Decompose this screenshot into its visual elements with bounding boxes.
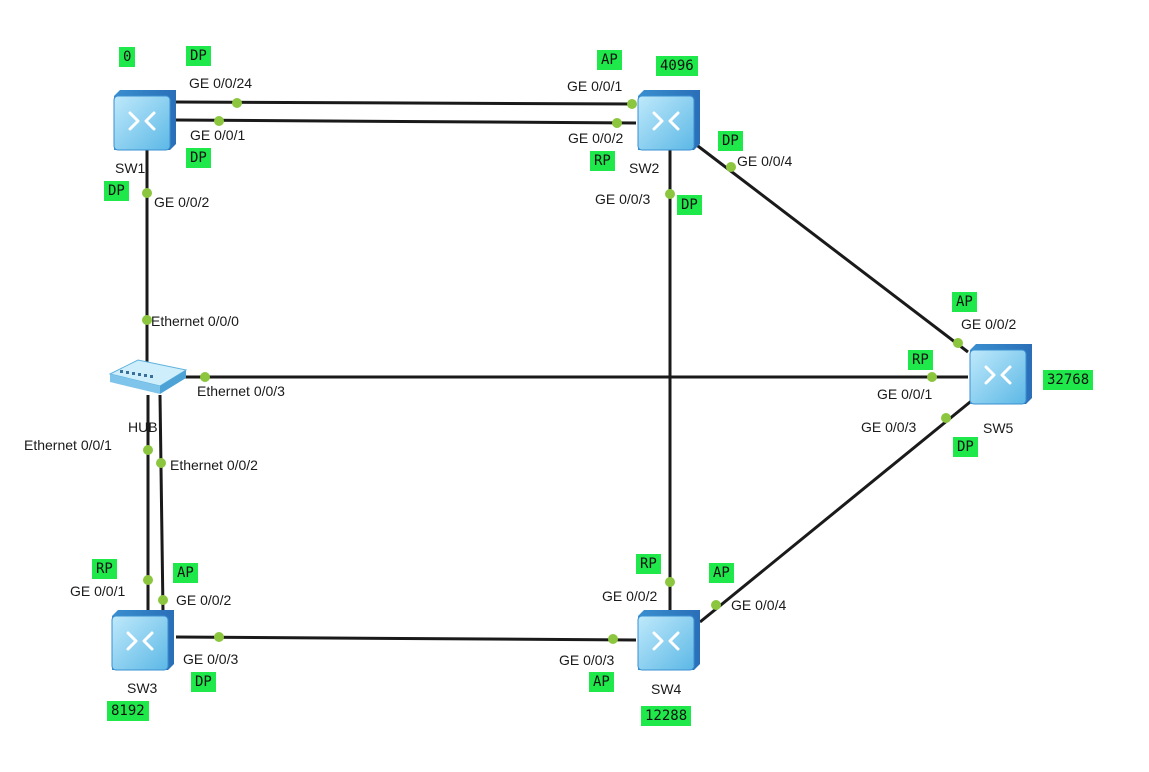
priority-tag-sw4: 12288	[641, 706, 692, 726]
port-label-sw2-g4: GE 0/0/4	[737, 153, 793, 169]
link-sw1-sw2-b	[175, 118, 637, 125]
port-dot[interactable]	[214, 116, 224, 126]
port-dot[interactable]	[158, 595, 168, 605]
port-dot[interactable]	[142, 315, 152, 325]
role-tag-sw1-g2: DP	[104, 181, 129, 201]
port-dot[interactable]	[200, 372, 210, 382]
switch-icon[interactable]	[108, 606, 178, 676]
port-dot[interactable]	[665, 577, 675, 587]
port-label-hub-e1: Ethernet 0/0/1	[24, 437, 112, 453]
link-sw4-sw5	[699, 396, 976, 624]
role-tag-sw2-g3: DP	[677, 195, 702, 215]
switch-icon[interactable]	[966, 340, 1036, 410]
device-name-sw4: SW4	[651, 681, 682, 697]
port-dot[interactable]	[142, 188, 152, 198]
port-label-sw5-g1: GE 0/0/1	[877, 386, 933, 402]
device-name-sw2: SW2	[629, 160, 660, 176]
role-tag-sw3-g1: RP	[92, 559, 117, 579]
role-tag-sw1-g24: DP	[186, 46, 211, 66]
port-dot[interactable]	[953, 338, 963, 348]
port-dot[interactable]	[627, 99, 637, 109]
port-label-sw1-g24: GE 0/0/24	[189, 75, 253, 91]
port-label-sw2-g1: GE 0/0/1	[567, 78, 623, 94]
hub-icon[interactable]	[108, 356, 188, 396]
port-dot[interactable]	[941, 413, 951, 423]
port-label-sw5-g3: GE 0/0/3	[861, 419, 917, 435]
role-tag-sw2-g1: AP	[597, 50, 622, 70]
role-tag-sw5-g1: RP	[908, 350, 933, 370]
port-dot[interactable]	[612, 118, 622, 128]
port-label-hub-e2: Ethernet 0/0/2	[170, 457, 258, 473]
port-dot[interactable]	[143, 575, 153, 585]
port-label-sw1-g2: GE 0/0/2	[154, 194, 210, 210]
role-tag-sw3-g3: DP	[191, 672, 216, 692]
switch-icon[interactable]	[634, 606, 704, 676]
link-sw2-sw5	[689, 138, 969, 354]
port-label-sw2-g2: GE 0/0/2	[568, 130, 624, 146]
switch-icon[interactable]	[110, 86, 180, 156]
role-tag-sw4-g4: AP	[709, 563, 734, 583]
priority-tag-sw1: 0	[119, 47, 136, 67]
port-dot[interactable]	[143, 445, 153, 455]
link-sw3-sw4	[175, 635, 637, 642]
role-tag-sw3-g2: AP	[173, 563, 198, 583]
role-tag-sw4-g2: RP	[636, 554, 661, 574]
port-label-sw1-g1: GE 0/0/1	[190, 127, 246, 143]
port-dot[interactable]	[665, 189, 675, 199]
role-tag-sw2-g2: RP	[590, 151, 615, 171]
port-dot[interactable]	[927, 372, 937, 382]
priority-tag-sw2: 4096	[656, 56, 698, 76]
port-label-sw4-g2: GE 0/0/2	[602, 588, 658, 604]
role-tag-sw1-g1: DP	[186, 148, 211, 168]
role-tag-sw5-g3: DP	[953, 437, 978, 457]
port-label-hub-e0: Ethernet 0/0/0	[151, 313, 239, 329]
device-name-sw3: SW3	[127, 680, 158, 696]
port-label-sw5-g2: GE 0/0/2	[961, 316, 1017, 332]
port-dot[interactable]	[711, 600, 721, 610]
role-tag-sw2-g4: DP	[718, 131, 743, 151]
port-label-sw3-g2: GE 0/0/2	[176, 592, 232, 608]
port-label-sw4-g4: GE 0/0/4	[731, 597, 787, 613]
device-name-sw5: SW5	[983, 420, 1014, 436]
port-label-sw4-g3: GE 0/0/3	[559, 652, 615, 668]
device-name-sw1: SW1	[115, 160, 146, 176]
port-label-sw2-g3: GE 0/0/3	[595, 191, 651, 207]
port-dot[interactable]	[156, 458, 166, 468]
priority-tag-sw3: 8192	[107, 701, 149, 721]
link-sw1-sw2-a	[175, 100, 637, 106]
port-label-hub-e3: Ethernet 0/0/3	[197, 383, 285, 399]
port-label-sw3-g1: GE 0/0/1	[70, 583, 126, 599]
role-tag-sw4-g3: AP	[589, 672, 614, 692]
priority-tag-sw5: 32768	[1043, 370, 1094, 390]
port-dot[interactable]	[214, 632, 224, 642]
port-label-sw3-g3: GE 0/0/3	[183, 651, 239, 667]
port-dot[interactable]	[232, 98, 242, 108]
switch-icon[interactable]	[634, 86, 704, 156]
port-dot[interactable]	[608, 634, 618, 644]
device-name-hub: HUB	[128, 419, 158, 435]
link-hub-sw3-b	[158, 394, 165, 613]
port-dot[interactable]	[726, 162, 736, 172]
role-tag-sw5-g2: AP	[952, 292, 977, 312]
